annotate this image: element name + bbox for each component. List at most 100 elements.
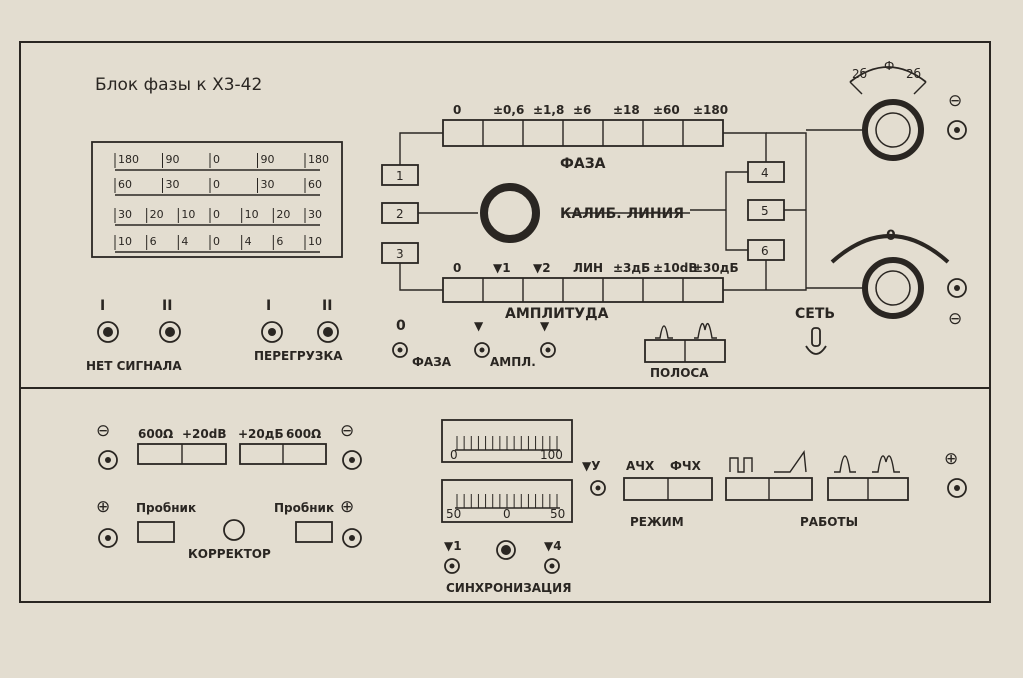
lamp-no-signal-2-core (165, 327, 175, 337)
meter-1-lo: 0 (450, 448, 458, 462)
label-zero: 0 (396, 318, 406, 334)
connector-probe-left[interactable] (98, 528, 118, 548)
label-amplitude: АМПЛИТУДА (505, 306, 609, 322)
amp-button-label: ±3дБ (613, 261, 650, 275)
scale-tick-label: 180 (118, 153, 139, 166)
probe-right-button[interactable] (295, 521, 333, 543)
knob-zero[interactable] (392, 342, 408, 358)
box-1-label: 1 (396, 169, 404, 183)
label-network: СЕТЬ (795, 306, 835, 322)
box-3-label: 3 (396, 247, 404, 261)
scale-tick-label: 60 (308, 178, 322, 191)
scale-tick-label: 4 (181, 235, 188, 248)
scale-tick-label: 20 (150, 208, 164, 221)
label-ampl-small: АМПЛ. (490, 355, 536, 369)
scale-tick-label: 90 (166, 153, 180, 166)
lamp-group-no-signal: I II НЕТ СИГНАЛА (86, 298, 182, 373)
knob-y[interactable] (590, 480, 606, 496)
phase-button-label: ±1,8 (533, 103, 564, 117)
lamp-no-signal-2 (159, 321, 181, 343)
arrow-out-icon-2: ⊖ (948, 309, 962, 329)
meter-1: 0 100 (441, 419, 573, 463)
scale-tick-label: 0 (213, 235, 220, 248)
label-probe-right: Пробник (274, 501, 334, 515)
amp-button-label: 0 (453, 261, 461, 275)
triangle-icon-1: ▼ (474, 319, 484, 333)
scale-tick-label: 0 (213, 178, 220, 191)
knob-marker: 0 (886, 228, 896, 244)
phase-knob[interactable] (862, 99, 924, 161)
connector-amp-out[interactable] (947, 278, 967, 298)
sync-lamp (496, 540, 516, 560)
roman-two-a: II (162, 298, 172, 314)
amplitude-button-strip[interactable] (442, 277, 724, 303)
triangle-icon-2: ▼ (540, 319, 550, 333)
wide-band-icon (694, 322, 717, 339)
label-probe-left: Пробник (136, 501, 196, 515)
amp-button-label: ЛИН (573, 261, 603, 275)
connector-phase-out[interactable] (947, 120, 967, 140)
scale-tick-label: 10 (181, 208, 195, 221)
scale-tick-label: 6 (276, 235, 283, 248)
right-connectors: ⊖ ⊖ (947, 91, 967, 329)
scale-tick-label: 90 (261, 153, 275, 166)
phase-button-label: ±60 (653, 103, 680, 117)
roman-one-b: I (266, 298, 271, 314)
panel-frame (19, 41, 991, 603)
label-achx: АЧХ (626, 459, 655, 473)
power-switch[interactable] (805, 327, 827, 355)
arrow-out-icon-1: ⊖ (948, 91, 962, 111)
sync-knob-right[interactable] (544, 558, 560, 574)
band-selector: ПОЛОСА (644, 322, 726, 380)
amplitude-knob[interactable] (862, 257, 924, 319)
lamp-overload-2 (317, 321, 339, 343)
scale-tick-label: 30 (308, 208, 322, 221)
connector-out-left[interactable] (98, 450, 118, 470)
arrow-in-icon-2: ⊕ (340, 497, 354, 517)
phase-dial: 2б Ф 2б (849, 59, 927, 95)
block-schematic: 1 2 3 4 5 6 (381, 129, 868, 291)
knob-ampl-2[interactable] (540, 342, 556, 358)
label-no-signal: НЕТ СИГНАЛА (86, 359, 182, 373)
sync-knob-left[interactable] (444, 558, 460, 574)
phase-button-label: 0 (453, 103, 461, 117)
probe-left-button[interactable] (137, 521, 175, 543)
connector-probe-right[interactable] (342, 528, 362, 548)
calibration-knob[interactable] (480, 183, 540, 243)
scale-tick-label: 30 (261, 178, 275, 191)
label-y: ▼У (582, 459, 600, 473)
amp-button-label: ±10dB (653, 261, 698, 275)
sync-right-label: ▼4 (544, 539, 562, 553)
wide-peak-icon (872, 455, 900, 473)
lamp-no-signal-1 (97, 321, 119, 343)
label-fchx: ФЧХ (670, 459, 702, 473)
connector-input-right[interactable] (947, 478, 967, 498)
meter-2-frame (441, 479, 573, 523)
label-overload: ПЕРЕГРУЗКА (254, 349, 343, 363)
meter-2-mid: 0 (503, 507, 511, 521)
scale-tick-label: 60 (118, 178, 132, 191)
probes: ⊕ Пробник КОРРЕКТОР Пробник ⊕ (96, 497, 362, 561)
ramp-icon (774, 450, 807, 473)
scale-tick-label: 0 (213, 153, 220, 166)
scale-frame (91, 141, 343, 258)
corrector-knob[interactable] (223, 519, 245, 541)
amp-button-label: ±30дБ (693, 261, 739, 275)
phase-button-strip[interactable] (442, 119, 724, 147)
connector-out-right[interactable] (342, 450, 362, 470)
phase-button-label: ±6 (573, 103, 591, 117)
knob-ampl-1[interactable] (474, 342, 490, 358)
scale-tick-label: 6 (150, 235, 157, 248)
lamp-group-overload: I II ПЕРЕГРУЗКА (254, 298, 343, 363)
phase-strip: 0±0,6±1,8±6±18±60±180 ФАЗА (442, 103, 728, 172)
box-6-label: 6 (761, 244, 769, 258)
scale-tick-label: 10 (118, 235, 132, 248)
label-band: ПОЛОСА (650, 366, 709, 380)
label-phase: ФАЗА (560, 156, 606, 172)
arrow-in-icon-1: ⊕ (96, 497, 110, 517)
box-5-label: 5 (761, 204, 769, 218)
mode-controls: ▼У АЧХ ФЧХ РЕЖИМ РАБОТЫ ⊕ (582, 449, 967, 529)
dial-right: 2б (906, 67, 921, 81)
